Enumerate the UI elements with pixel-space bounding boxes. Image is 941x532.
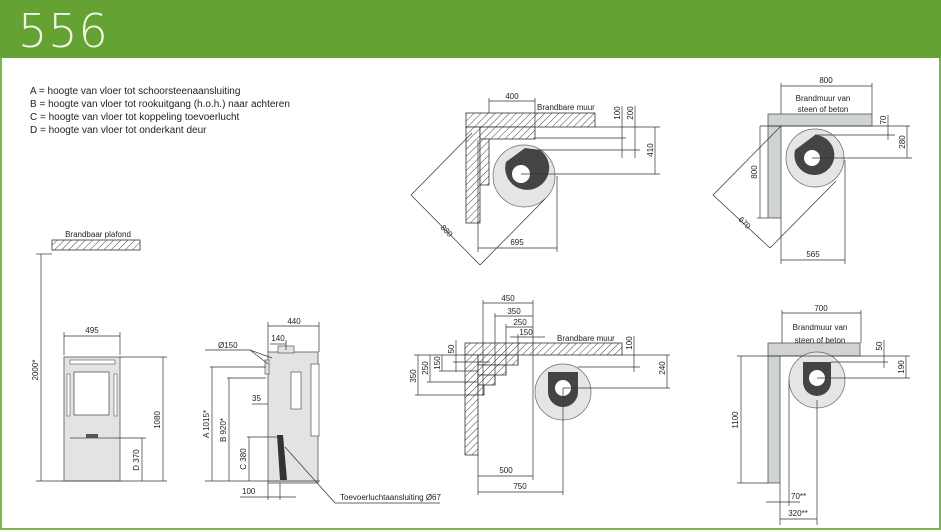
wall-label-2: steen of beton — [795, 336, 846, 345]
dim-140: 140 — [271, 334, 285, 343]
dim-565: 565 — [806, 250, 820, 259]
side-view: 440 140 Ø150 A 1015* B 920* C 380 35 100… — [202, 317, 442, 504]
v-50: 50 — [447, 344, 456, 353]
legend-b: B = hoogte van vloer tot rookuitgang (h.… — [30, 99, 290, 110]
rear-combustible-plan: 450 350 250 150 Brandbare muur 50 150 25… — [409, 294, 670, 495]
drawing-shape — [477, 364, 507, 376]
dim-320: 320** — [788, 509, 808, 518]
dim-200: 200 — [626, 106, 635, 120]
dim-1080: 1080 — [153, 411, 162, 429]
dimension-line — [410, 132, 473, 196]
dim-70: 70 — [879, 115, 888, 124]
dim-400: 400 — [505, 92, 519, 101]
drawing-shape — [477, 384, 485, 396]
drawing-shape — [290, 371, 302, 410]
legend-c: C = hoogte van vloer tot koppeling toevo… — [30, 112, 240, 123]
dim-350: 350 — [507, 307, 521, 316]
legend: A = hoogte van vloer tot schoorsteenaans… — [30, 85, 290, 137]
drawing-shape — [310, 363, 320, 437]
stove-side — [267, 351, 319, 484]
drawing-shape — [477, 354, 519, 366]
dim-750: 750 — [513, 482, 527, 491]
v-350: 350 — [409, 369, 418, 383]
drawing-shape — [767, 355, 781, 484]
legend-a: A = hoogte van vloer tot schoorsteenaans… — [30, 86, 241, 97]
wall-label-1: Brandmuur van — [793, 323, 848, 332]
dim-250: 250 — [513, 318, 527, 327]
drawing-shape — [767, 125, 782, 219]
dim-2000: 2000* — [31, 360, 40, 381]
dim-410: 410 — [646, 143, 655, 157]
drawing-shape — [465, 112, 596, 128]
dimension-line — [249, 349, 273, 359]
model-title: 556 — [18, 4, 109, 58]
dim-440: 440 — [287, 317, 301, 326]
dimension-line — [712, 194, 771, 249]
dim-d370: D 370 — [132, 449, 141, 471]
drawing-shape — [113, 373, 118, 417]
dim-b920: B 920* — [219, 418, 228, 442]
dim-100: 100 — [242, 487, 256, 496]
ceiling-label: Brandbaar plafond — [65, 230, 131, 239]
dim-240: 240 — [658, 361, 667, 375]
drawing-shape — [66, 373, 71, 417]
flue-diameter: Ø150 — [218, 341, 238, 350]
wall-label-1: Brandmuur van — [796, 94, 851, 103]
dim-450: 450 — [501, 294, 515, 303]
drawing-shape — [477, 374, 496, 386]
drawing-shape — [767, 113, 873, 127]
drawing-shape — [464, 342, 623, 356]
dim-70: 70** — [791, 492, 806, 501]
dim-495: 495 — [85, 326, 99, 335]
dim-c380: C 380 — [239, 448, 248, 470]
dim-500: 500 — [499, 466, 513, 475]
rear-firewall-plan: 700 Brandmuur van steen of beton 50 190 … — [731, 304, 910, 525]
dim-a1015: A 1015* — [202, 410, 211, 438]
wall-label-2: steen of beton — [798, 105, 849, 114]
header-bar: 556 — [0, 0, 941, 58]
dim-700: 700 — [814, 304, 828, 313]
wall-label: Brandbare muur — [537, 103, 595, 112]
corner-combustible-plan: 400 Brandbare muur 100 200 410 880 695 — [410, 92, 660, 266]
dimension-line — [479, 198, 546, 266]
v-150: 150 — [433, 356, 442, 370]
dimension-line — [410, 194, 481, 266]
wall-label: Brandbare muur — [557, 334, 615, 343]
air-duct — [277, 435, 287, 480]
dim-150: 150 — [519, 328, 533, 337]
drawing-shape — [479, 138, 490, 186]
drawing-shape — [464, 354, 479, 456]
dim-100: 100 — [613, 106, 622, 120]
corner-firewall-plan: 800 Brandmuur van steen of beton 70 280 … — [712, 76, 912, 264]
dim-800-side: 800 — [750, 165, 759, 179]
dim-695: 695 — [510, 238, 524, 247]
air-inlet-label: Toevoerluchtaansluiting Ø67 — [340, 493, 442, 502]
dimension-line — [284, 446, 336, 504]
dimension-line — [249, 349, 269, 365]
dim-280: 280 — [898, 135, 907, 149]
ceiling-hatch — [51, 239, 141, 251]
legend-d: D = hoogte van vloer tot onderkant deur — [30, 125, 207, 136]
dim-1100: 1100 — [731, 411, 740, 429]
drawing-shape — [479, 126, 536, 140]
dim-670: 670 — [737, 215, 753, 231]
front-view: Brandbaar plafond 2000* 495 1080 D 370 — [31, 230, 167, 482]
dimension-line — [712, 125, 782, 196]
drawing-shape — [86, 434, 98, 438]
dim-100: 100 — [625, 336, 634, 350]
drawing-shape — [69, 359, 116, 365]
dim-35: 35 — [252, 394, 261, 403]
dim-190: 190 — [897, 360, 906, 374]
dim-50: 50 — [875, 341, 884, 350]
v-250: 250 — [421, 361, 430, 375]
stove-window — [73, 371, 110, 416]
dim-800-top: 800 — [819, 76, 833, 85]
